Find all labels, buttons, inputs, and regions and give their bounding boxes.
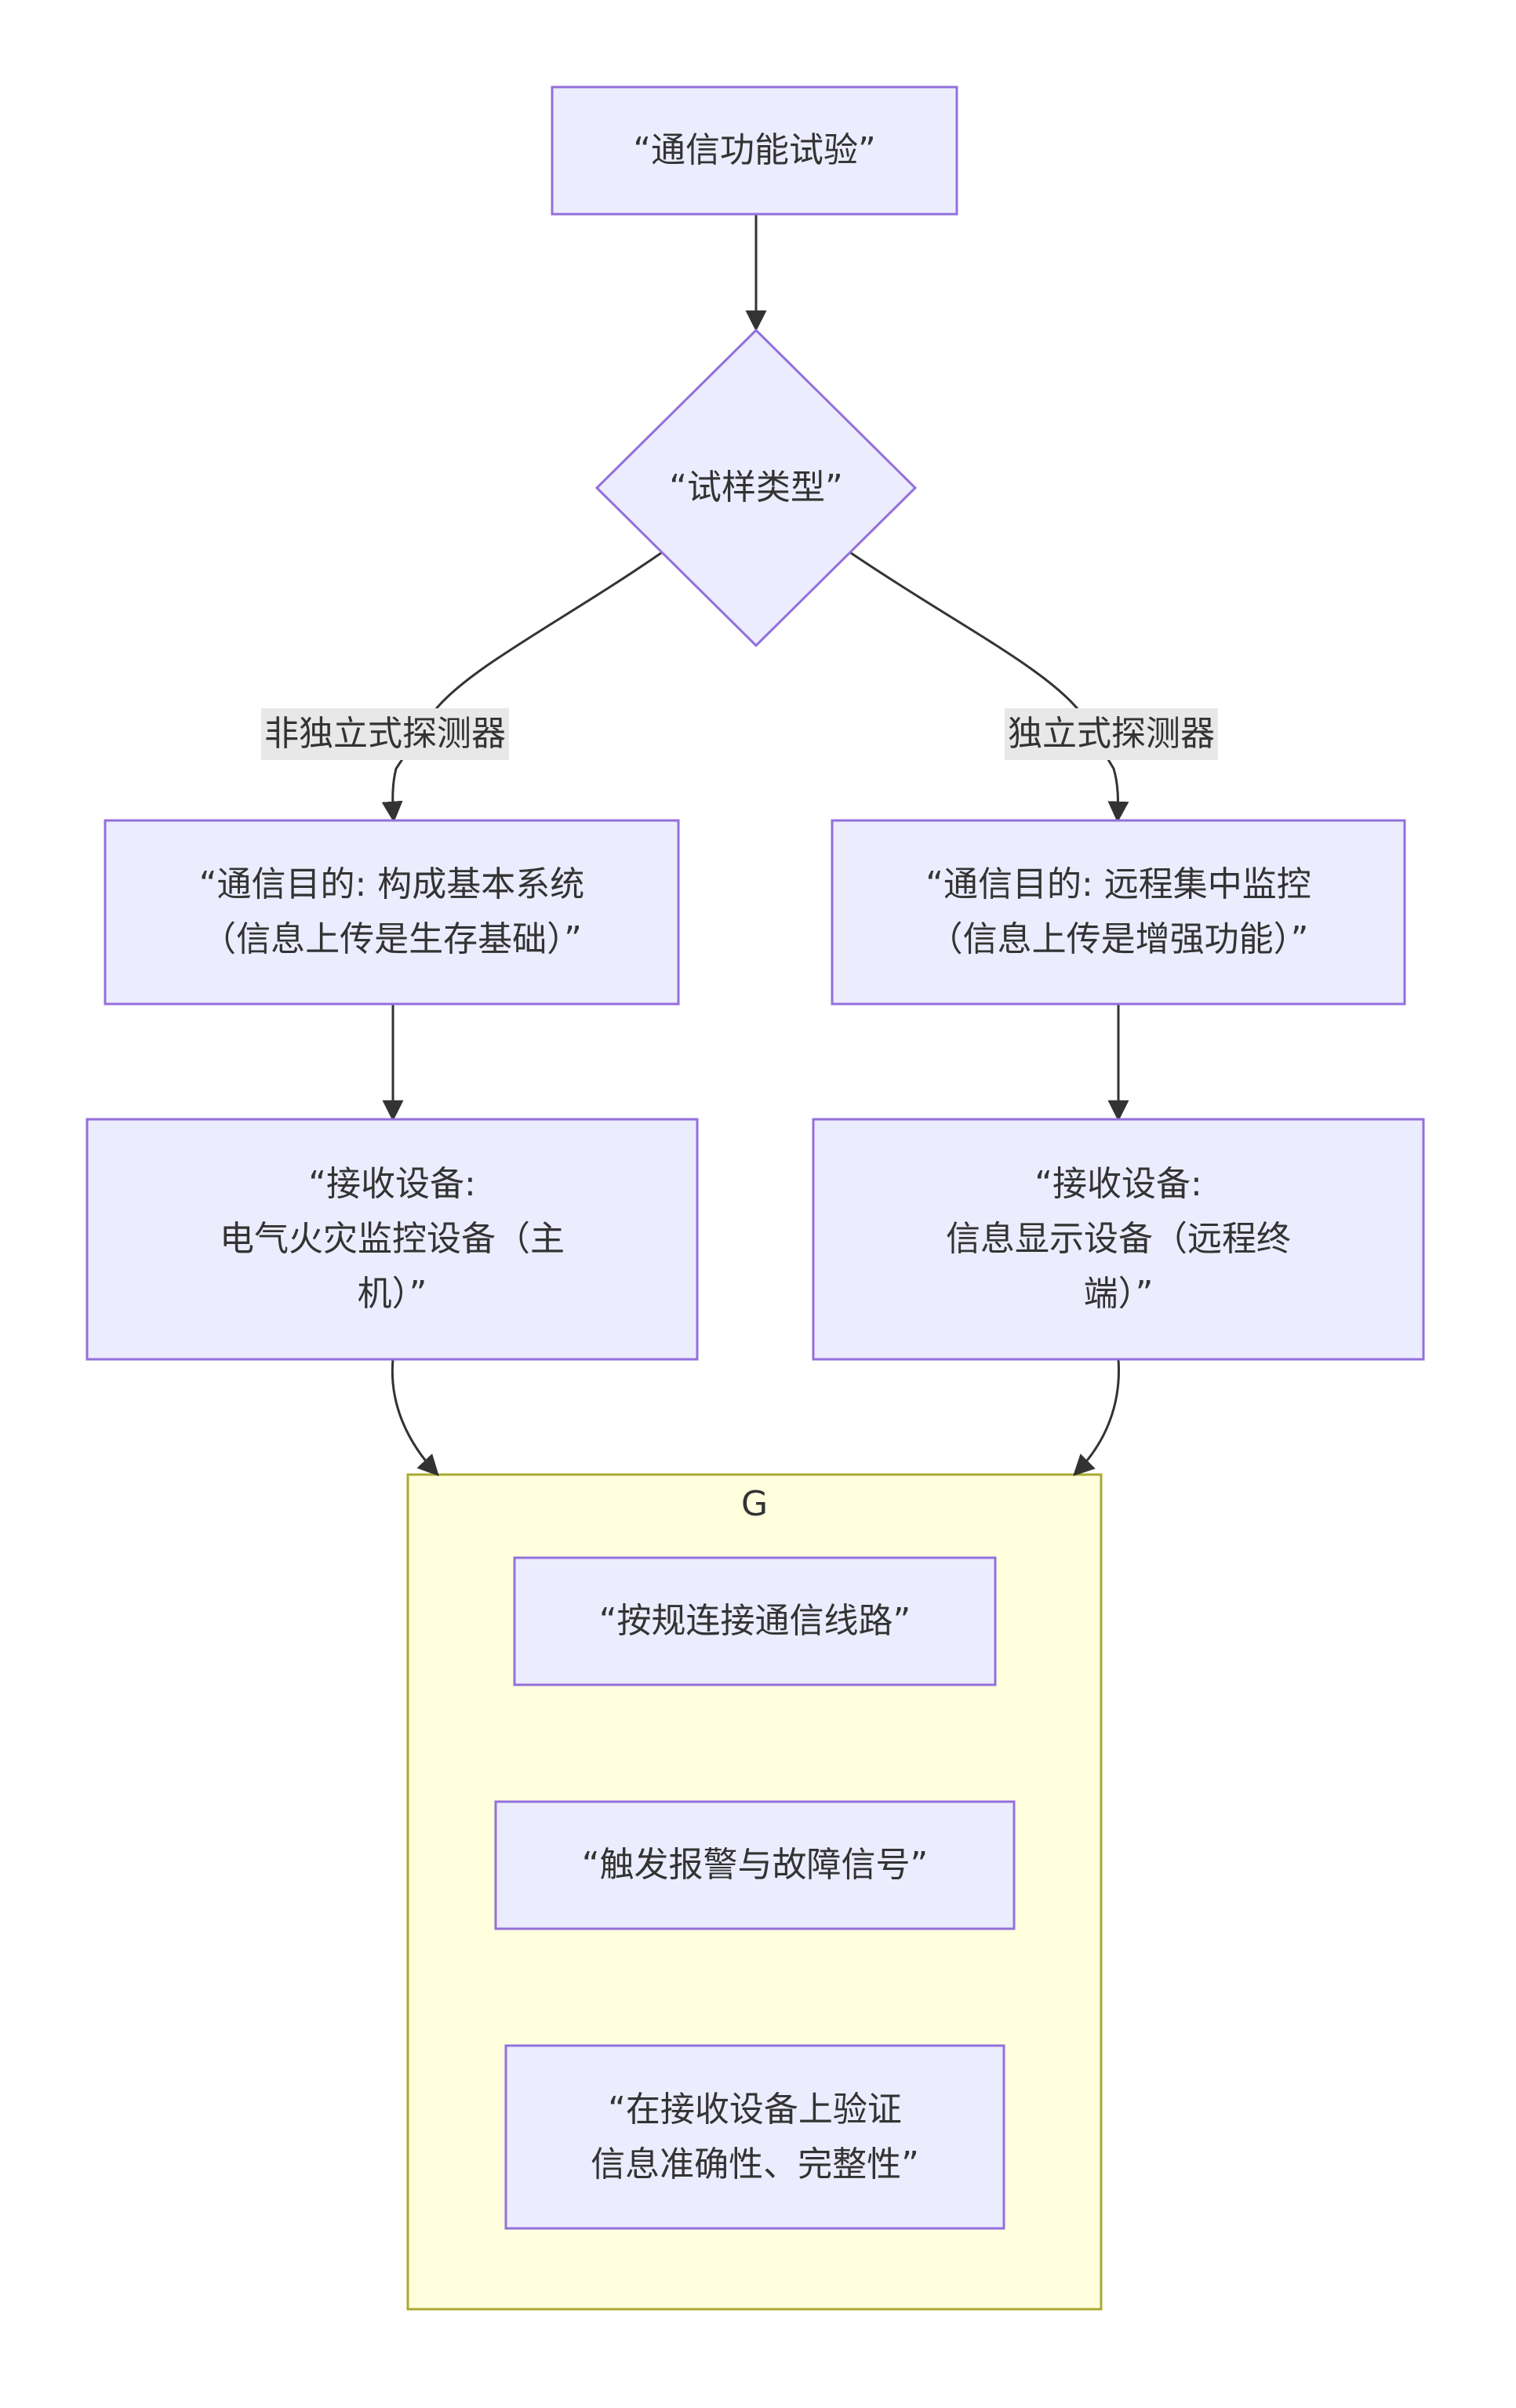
edge-right-receiver-to-cluster — [1073, 1359, 1120, 1476]
decision-node-label: “试样类型” — [669, 467, 843, 507]
start-node-box — [551, 85, 958, 216]
left-receiver-node-label: “接收设备: 电气火灾监控设备（主 机）” — [220, 1164, 565, 1314]
connect-node-box — [513, 1556, 997, 1686]
connect-node-label: “按规连接通信线路” — [598, 1601, 911, 1641]
right-receiver-node-label: “接收设备: 信息显示设备（远程终 端）” — [946, 1164, 1291, 1314]
start-node-label: “通信功能试验” — [633, 130, 876, 170]
trigger-node-label: “触发报警与故障信号” — [581, 1845, 929, 1885]
right-purpose-node-label: “通信目的: 远程集中监控 （信息上传是增强功能）” — [925, 864, 1311, 959]
right-purpose-node-box — [831, 819, 1406, 1006]
decision-node-shape — [594, 328, 918, 648]
left-receiver-node-box — [85, 1118, 699, 1361]
left-purpose-node-label: “通信目的: 构成基本系统 （信息上传是生存基础）” — [198, 864, 585, 959]
left-purpose-node-box — [104, 819, 680, 1006]
verify-node-box — [504, 2044, 1005, 2230]
edge-left-receiver-to-cluster — [391, 1359, 439, 1476]
right-receiver-node-box — [812, 1118, 1425, 1361]
edge-label-non-standalone: 非独立式探测器 — [261, 708, 509, 760]
verify-node-label: “在接收设备上验证 信息准确性、完整性” — [591, 2089, 919, 2184]
edge-decision-to-right — [850, 551, 1129, 823]
edge-decision-to-left — [381, 551, 662, 823]
edge-label-standalone: 独立式探测器 — [1005, 708, 1218, 760]
cluster-title: G — [740, 1484, 769, 1524]
trigger-node-box — [494, 1800, 1016, 1930]
